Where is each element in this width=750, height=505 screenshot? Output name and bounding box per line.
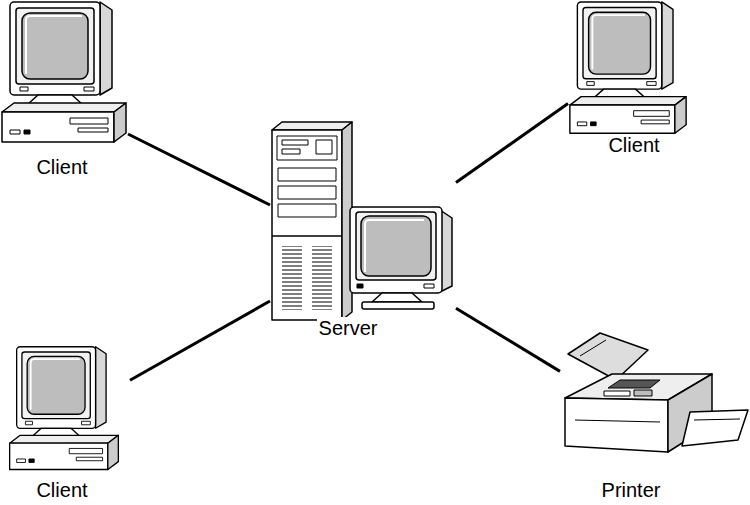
server-node: Server	[270, 120, 456, 345]
client-node: Client	[568, 0, 700, 160]
server-monitor	[350, 207, 452, 309]
network-link	[456, 104, 568, 183]
device-label: Client	[606, 134, 661, 156]
network-link	[130, 301, 270, 380]
client-node: Client	[0, 0, 128, 182]
device-label: Client	[34, 479, 89, 501]
device-label: Printer	[600, 479, 663, 501]
printer-node: Printer	[560, 330, 748, 505]
network-link	[128, 134, 270, 205]
device-label: Client	[34, 156, 89, 178]
network-link	[456, 308, 560, 371]
client-computer	[2, 2, 126, 142]
client-computer	[10, 347, 119, 470]
client-computer	[570, 2, 686, 133]
client-node: Client	[0, 345, 130, 505]
printer	[565, 333, 748, 452]
device-label: Server	[317, 317, 380, 339]
server-tower	[272, 122, 352, 320]
